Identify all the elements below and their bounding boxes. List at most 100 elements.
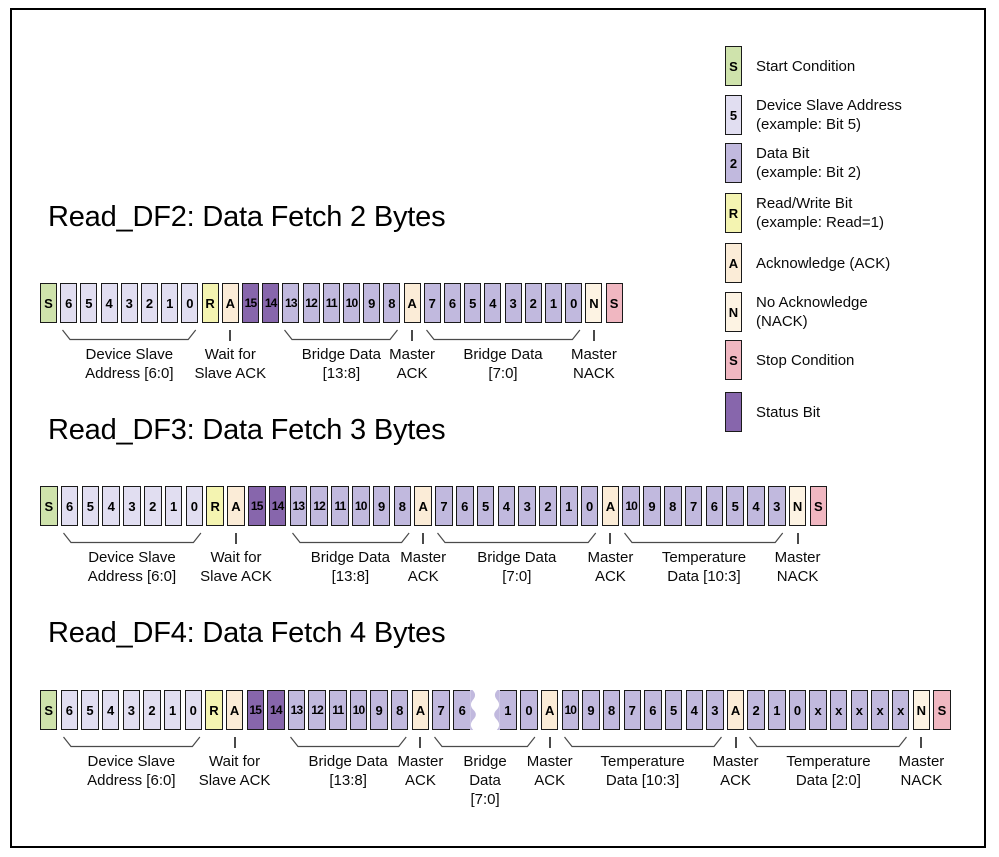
- data-bit-cell: 4: [484, 283, 502, 323]
- ack-cell: A: [227, 486, 245, 526]
- group-label: Bridge Data[13:8]: [308, 753, 388, 789]
- address-bit-cell: 5: [81, 486, 100, 526]
- group-tick: [796, 533, 799, 544]
- data-bit-cell: 11: [322, 283, 340, 323]
- legend-swatch-nack: N: [725, 292, 742, 332]
- break-tear-icon: [470, 690, 476, 730]
- data-bit-cell: 6: [453, 690, 471, 730]
- group-tick: [233, 737, 236, 748]
- group-tick: [419, 737, 422, 748]
- address-bit-cell: 3: [120, 283, 138, 323]
- group-tick: [548, 737, 551, 748]
- legend-item-status: Status Bit: [725, 392, 820, 432]
- address-bit-cell: 3: [123, 486, 141, 526]
- group-brace: [62, 736, 200, 748]
- section-title: Read_DF4: Data Fetch 4 Bytes: [48, 617, 446, 649]
- legend-label: Data Bit(example: Bit 2): [756, 145, 862, 181]
- address-bit-cell: 1: [163, 690, 182, 730]
- ack-cell: A: [411, 690, 430, 730]
- group-brace: [289, 736, 407, 748]
- data-bit-cell: 7: [623, 690, 641, 730]
- legend-label: Start Condition: [756, 57, 856, 75]
- data-bit-cell: 9: [372, 486, 391, 526]
- group-brace: [62, 329, 197, 341]
- data-bit-cell: 8: [391, 690, 409, 730]
- address-bit-cell: 6: [60, 486, 79, 526]
- data-bit-cell: 10: [349, 690, 368, 730]
- ack-cell: A: [403, 283, 421, 323]
- data-bit-cell: 7: [684, 486, 703, 526]
- data-bit-cell: 13: [289, 486, 308, 526]
- data-bit-cell: 3: [706, 690, 724, 730]
- address-bit-cell: 1: [161, 283, 179, 323]
- legend-swatch-data: 2: [725, 143, 742, 183]
- legend-label: Acknowledge (ACK): [756, 254, 891, 272]
- data-bit-cell: 8: [664, 486, 682, 526]
- data-bit-cell: 2: [539, 486, 557, 526]
- data-bit-cell: 8: [393, 486, 412, 526]
- group-label: Bridge Data[13:8]: [310, 549, 390, 585]
- status-bit-cell: 14: [267, 690, 285, 730]
- address-bit-cell: 0: [181, 283, 199, 323]
- data-bit-cell: 0: [580, 486, 599, 526]
- address-bit-cell: 2: [141, 283, 158, 323]
- data-bit-cell: 3: [504, 283, 522, 323]
- address-bit-cell: 6: [60, 283, 78, 323]
- group-label: Bridge Data[7:0]: [477, 549, 557, 585]
- data-bit-cell: 6: [644, 690, 662, 730]
- data-bit-cell: 7: [423, 283, 441, 323]
- data-bit-cell: 5: [464, 283, 482, 323]
- data-bit-cell: 2: [747, 690, 765, 730]
- data-bit-cell: x: [892, 690, 910, 730]
- break-tear-icon: [494, 690, 500, 730]
- data-bit-cell: 0: [788, 690, 807, 730]
- address-bit-cell: 4: [101, 690, 120, 730]
- data-bit-cell: 9: [582, 690, 600, 730]
- section-title: Read_DF3: Data Fetch 3 Bytes: [48, 414, 446, 446]
- legend-item-data: 2 Data Bit(example: Bit 2): [725, 143, 861, 183]
- nack-cell: N: [585, 283, 603, 323]
- status-bit-cell: 14: [262, 283, 280, 323]
- data-bit-cell: 3: [768, 486, 786, 526]
- group-tick: [609, 533, 612, 544]
- data-bit-cell: 9: [363, 283, 381, 323]
- data-bit-cell: 8: [602, 690, 621, 730]
- data-bit-cell: 6: [444, 283, 461, 323]
- address-bit-cell: 6: [60, 690, 79, 730]
- ack-cell: A: [601, 486, 620, 526]
- legend-label: Status Bit: [756, 403, 821, 421]
- data-bit-cell: 5: [664, 690, 683, 730]
- ack-cell: A: [540, 690, 559, 730]
- legend-label: Device Slave Address(example: Bit 5): [756, 97, 902, 133]
- group-tick: [411, 330, 414, 341]
- status-bit-cell: 15: [246, 690, 264, 730]
- group-tick: [229, 330, 232, 341]
- legend-swatch-stop: S: [725, 340, 742, 380]
- stop-condition-cell: S: [605, 283, 623, 323]
- data-bit-cell: 13: [287, 690, 306, 730]
- address-bit-cell: 2: [143, 690, 161, 730]
- data-bit-cell: 4: [685, 690, 703, 730]
- data-bit-cell: 5: [726, 486, 744, 526]
- address-bit-cell: 5: [81, 690, 99, 730]
- data-bit-cell: 6: [456, 486, 474, 526]
- data-bit-cell: x: [871, 690, 889, 730]
- data-bit-cell: 0: [520, 690, 538, 730]
- group-tick: [734, 737, 737, 748]
- group-brace: [434, 736, 536, 748]
- data-bit-cell: 13: [282, 283, 300, 323]
- data-bit-cell: 10: [352, 486, 370, 526]
- data-bit-cell: 1: [499, 690, 518, 730]
- address-bit-cell: 0: [185, 486, 204, 526]
